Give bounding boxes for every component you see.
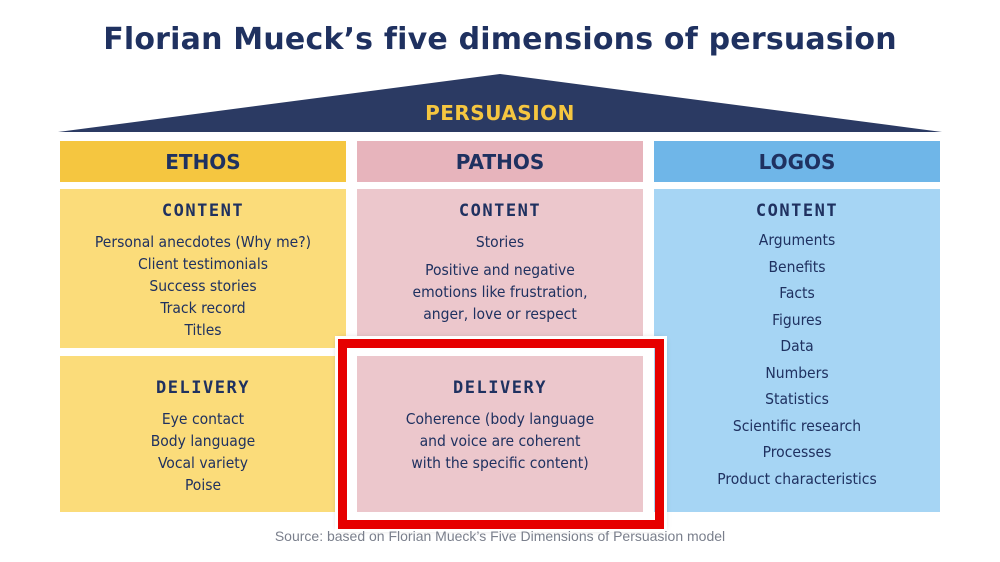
ethos-heading: ETHOS xyxy=(60,141,346,182)
diagram-title: Florian Mueck’s five dimensions of persu… xyxy=(103,22,897,57)
list-item: Processes xyxy=(762,443,832,461)
logos-heading: LOGOS xyxy=(654,141,940,182)
list-item: Vocal variety xyxy=(157,454,249,472)
list-item: anger, love or respect xyxy=(423,305,577,323)
pathos-delivery-title: DELIVERY xyxy=(453,378,547,398)
list-item: Titles xyxy=(184,321,222,339)
logos-content-title: CONTENT xyxy=(755,201,839,221)
list-item: Statistics xyxy=(765,390,829,408)
logos-content-box: CONTENT Arguments Benefits Facts Figures… xyxy=(654,189,940,512)
list-item: Scientific research xyxy=(732,416,862,435)
highlight-frame xyxy=(335,336,667,532)
pathos-delivery-box: DELIVERY Coherence (body language and vo… xyxy=(357,356,643,512)
ethos-delivery-title: DELIVERY xyxy=(156,378,250,398)
list-item: Stories xyxy=(475,233,525,251)
ethos-delivery-box: DELIVERY Eye contact Body language Vocal… xyxy=(60,356,346,512)
list-item: Arguments xyxy=(758,231,836,249)
persuasion-roof xyxy=(58,74,942,132)
list-item: Positive and negative xyxy=(425,261,575,279)
list-item: Data xyxy=(780,337,814,355)
list-item: Coherence (body language xyxy=(405,410,595,428)
ethos-content-box: CONTENT Personal anecdotes (Why me?) Cli… xyxy=(60,189,346,348)
list-item: Client testimonials xyxy=(138,255,268,273)
list-item: Figures xyxy=(772,310,822,329)
list-item: emotions like frustration, xyxy=(412,283,588,301)
list-item: Success stories xyxy=(149,277,257,295)
source-caption: Source: based on Florian Mueck’s Five Di… xyxy=(274,528,726,544)
pathos-content-title: CONTENT xyxy=(458,201,542,221)
list-item: Benefits xyxy=(768,257,826,276)
list-item: and voice are coherent xyxy=(419,432,581,450)
roof-label: PERSUASION xyxy=(425,101,575,125)
list-item: with the specific content) xyxy=(411,454,589,472)
pathos-content-box: CONTENT Stories Positive and negative em… xyxy=(357,189,643,348)
list-item: Personal anecdotes (Why me?) xyxy=(94,233,312,251)
list-item: Numbers xyxy=(765,363,829,382)
list-item: Facts xyxy=(779,284,815,302)
list-item: Body language xyxy=(150,432,256,450)
list-item: Eye contact xyxy=(161,410,245,428)
list-item: Track record xyxy=(160,299,246,317)
list-item: Poise xyxy=(184,476,222,494)
ethos-content-title: CONTENT xyxy=(161,201,245,221)
pathos-heading: PATHOS xyxy=(357,141,643,182)
list-item: Product characteristics xyxy=(717,469,877,488)
